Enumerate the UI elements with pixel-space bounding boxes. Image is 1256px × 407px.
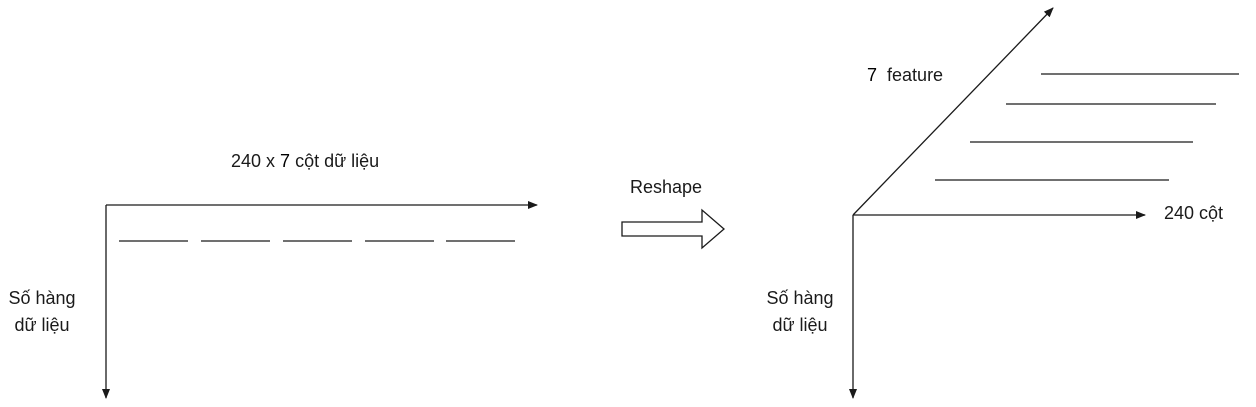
left-row-label-line1: Số hàng [8,288,76,308]
left-top-label-suffix: cột dữ liệu [290,151,380,171]
left-top-label-number: 7 [280,151,291,171]
feature-label-text: feature [887,65,944,85]
left-row-label-line2: dữ liệu [14,315,70,335]
reshape-arrow [621,208,725,250]
left-top-label: 240 x 7 cột dữ liệu [231,150,379,172]
feature-label-number: 7 [867,65,878,85]
feature-layer-lines [935,73,1239,181]
right-diagonal-axis [852,7,1054,216]
right-row-label-line1: Số hàng [766,288,834,308]
feature-label: 7 feature [867,64,943,86]
right-row-label: Số hàng dữ liệu [760,287,840,336]
left-row-label: Số hàng dữ liệu [2,287,82,336]
column-label: 240 cột [1164,203,1224,223]
left-top-label-prefix: 240 x [231,151,281,171]
reshape-label: Reshape [630,177,703,197]
right-row-label-line2: dữ liệu [772,315,828,335]
